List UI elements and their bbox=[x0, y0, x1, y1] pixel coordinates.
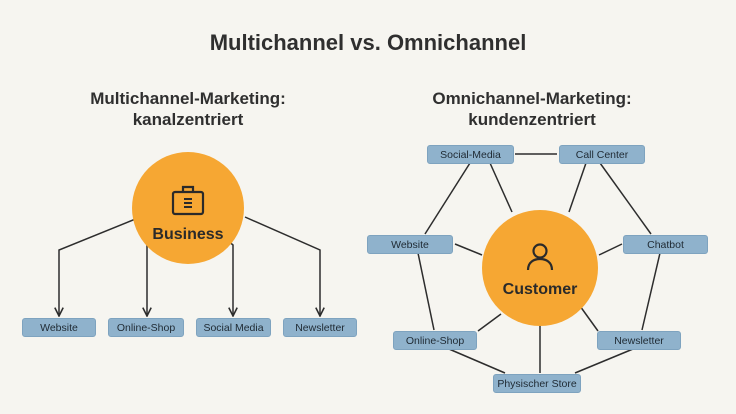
business-label: Business bbox=[152, 225, 224, 243]
right-node-chatbot: Chatbot bbox=[623, 235, 708, 254]
left-node-website: Website bbox=[22, 318, 96, 337]
right-node-call-center: Call Center bbox=[559, 145, 645, 164]
edge-call-chatbot bbox=[599, 162, 652, 235]
edge-social-website bbox=[424, 162, 471, 235]
edge-call-customer bbox=[568, 162, 587, 213]
edge-website-customer bbox=[454, 243, 483, 256]
edge-newsletter-store bbox=[574, 348, 634, 374]
diagram-title: Multichannel vs. Omnichannel bbox=[209, 30, 527, 55]
right-heading-line1: Omnichannel-Marketing: bbox=[432, 89, 632, 108]
edge-social-customer bbox=[489, 162, 513, 213]
customer-circle: Customer bbox=[482, 210, 598, 326]
person-icon bbox=[525, 242, 555, 277]
right-node-newsletter: Newsletter bbox=[597, 331, 681, 350]
edge-onlineshop-customer bbox=[477, 313, 502, 332]
edge-newsletter-customer bbox=[579, 305, 599, 332]
edge-chatbot-newsletter bbox=[641, 252, 661, 331]
arrow-social-media bbox=[225, 238, 233, 316]
business-circle: Business bbox=[132, 152, 244, 264]
customer-label: Customer bbox=[502, 280, 578, 298]
briefcase-icon bbox=[169, 183, 207, 222]
arrow-online-shop bbox=[147, 237, 148, 316]
right-node-website: Website bbox=[367, 235, 453, 254]
right-node-physischer-store: Physischer Store bbox=[493, 374, 581, 393]
left-heading: Multichannel-Marketing: kanalzentriert bbox=[58, 88, 318, 130]
left-heading-line2: kanalzentriert bbox=[132, 110, 244, 129]
left-heading-line1: Multichannel-Marketing: bbox=[90, 89, 286, 108]
left-node-social-media: Social Media bbox=[196, 318, 271, 337]
right-heading: Omnichannel-Marketing: kundenzentriert bbox=[402, 88, 662, 130]
right-node-social-media: Social-Media bbox=[427, 145, 514, 164]
left-node-newsletter: Newsletter bbox=[283, 318, 357, 337]
arrow-newsletter bbox=[244, 216, 320, 316]
left-node-online-shop: Online-Shop bbox=[108, 318, 184, 337]
right-heading-line2: kundenzentriert bbox=[468, 110, 596, 129]
edge-chatbot-customer bbox=[598, 243, 623, 256]
arrow-website bbox=[59, 217, 139, 316]
edge-onlineshop-store bbox=[448, 348, 506, 374]
right-node-online-shop: Online-Shop bbox=[393, 331, 477, 350]
edge-website-onlineshop bbox=[417, 252, 435, 331]
